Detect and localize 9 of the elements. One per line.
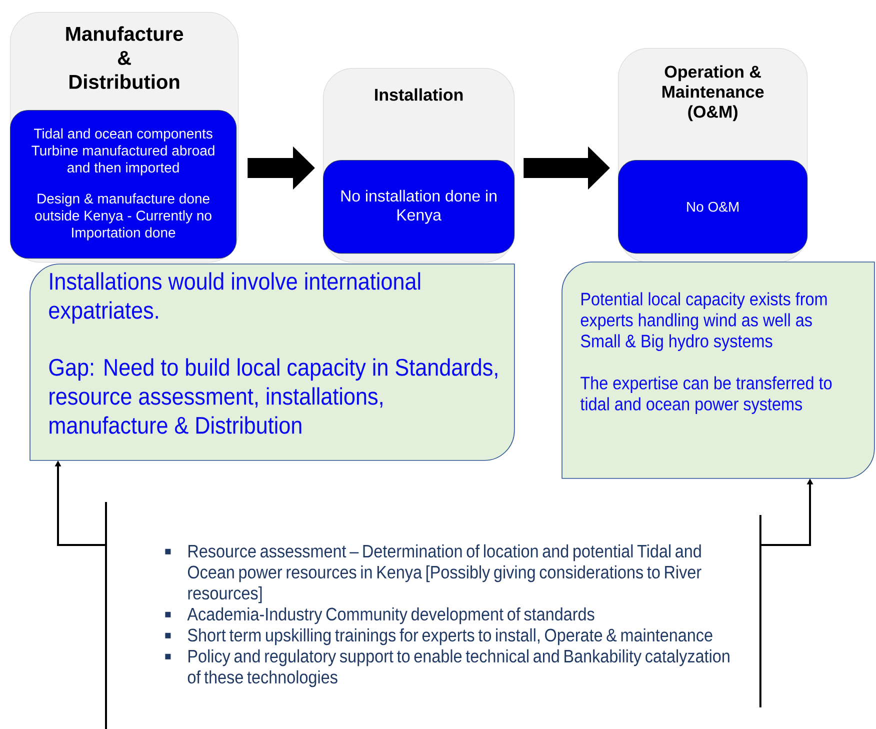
list-item: Academia-Industry Community development of standards xyxy=(165,607,594,624)
list-item: Short term upskilling trainings for experts to install, Operate & maintenance xyxy=(165,628,712,646)
list-item: Resource assessment – Determination of location and potential Tidal and Ocean power resources in Kenya [Possibly giving considerations to River resources] xyxy=(165,544,702,604)
detail-box: Tidal and ocean components Turbine manufactured abroad and then imported Design & manufacture done outside Kenya - Currently no Importation done xyxy=(10,110,237,259)
note-box: Potential local capacity exists from experts handling wind as well as Small & Big hydro systems The expertise can be transferred to tidal and ocean power systems xyxy=(562,262,875,479)
detail-box: No O&M xyxy=(618,160,808,254)
detail-box: No installation done in Kenya xyxy=(323,160,515,254)
note-box: Installations would involve international expatriates. Gap: Need to build local capacity in Standards, resource assessment, installations, manufacture & Distribution xyxy=(30,264,515,461)
list-item: Policy and regulatory support to enable technical and Bankability catalyzation of these technologies xyxy=(165,649,730,688)
